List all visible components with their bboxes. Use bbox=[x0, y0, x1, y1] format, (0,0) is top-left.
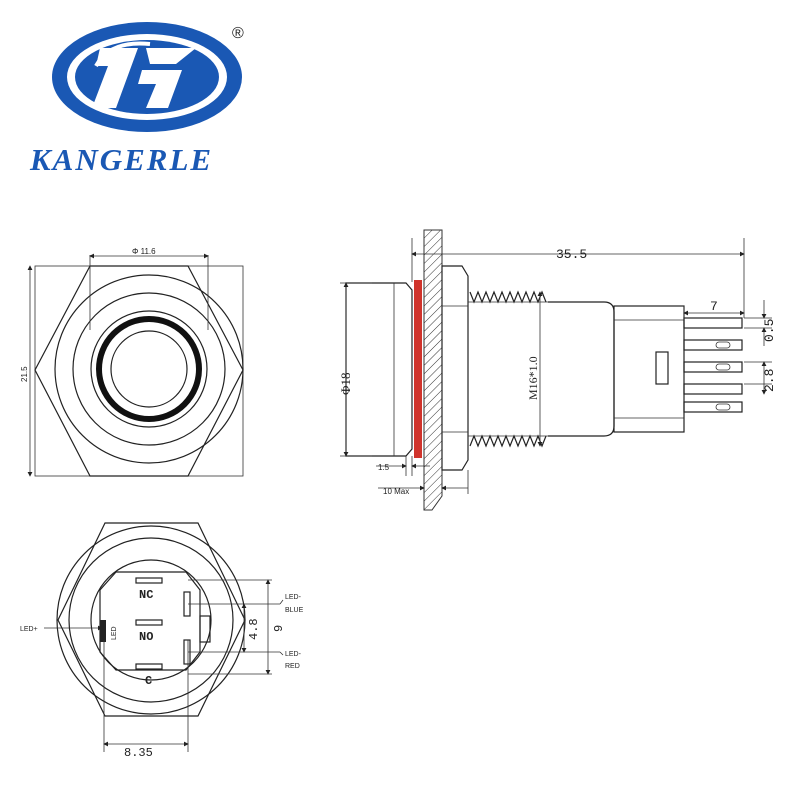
logo-monogram bbox=[92, 48, 196, 108]
side-terminals bbox=[683, 317, 743, 413]
back-width: 8.35 bbox=[124, 746, 153, 760]
side-body bbox=[548, 301, 615, 437]
side-back-housing bbox=[613, 305, 685, 433]
terminal-c: C bbox=[145, 674, 152, 688]
back-housing bbox=[99, 571, 201, 671]
terminal-pitch: 2.8 bbox=[762, 369, 777, 392]
side-nut bbox=[441, 265, 469, 471]
led-minus-red: LED- bbox=[285, 651, 302, 658]
terminal-nc: NC bbox=[139, 588, 153, 602]
pitch-small: 4.8 bbox=[247, 618, 261, 640]
terminal-width: 0.5 bbox=[762, 319, 777, 342]
led-plus: LED+ bbox=[20, 626, 38, 633]
back-hexagon bbox=[57, 522, 246, 717]
thread-spec: M16*1.0 bbox=[526, 356, 540, 400]
bezel-diameter: Φ18 bbox=[338, 372, 353, 395]
terminal-no: NO bbox=[139, 630, 153, 644]
overall-length: 35.5 bbox=[556, 247, 587, 262]
led-label: LED bbox=[111, 626, 118, 640]
front-hexagon bbox=[34, 265, 244, 477]
pitch-large: 9 bbox=[272, 625, 286, 632]
thread-bottom bbox=[469, 434, 547, 448]
side-bezel bbox=[345, 282, 413, 457]
brand-logo: ® KANGERLE bbox=[29, 22, 244, 177]
front-view: Φ 11.6 21.5 bbox=[20, 247, 244, 477]
front-led-ring bbox=[96, 316, 202, 422]
back-view: NC NO C LED LED+ LED- BLUE LED- RED 4.8 … bbox=[20, 522, 304, 760]
thread-top bbox=[469, 290, 547, 304]
terminal-length: 7 bbox=[710, 299, 718, 314]
led-minus-blue: LED- bbox=[285, 594, 302, 601]
panel bbox=[423, 229, 443, 511]
flange-thickness: 1.5 bbox=[378, 463, 390, 472]
side-seal bbox=[414, 280, 422, 458]
panel-max: 10 Max bbox=[383, 487, 409, 496]
front-outer-circle bbox=[54, 274, 244, 464]
side-view: M16*1.0 35.5 7 0.5 bbox=[338, 229, 777, 511]
front-ring-diameter: Φ 11.6 bbox=[132, 247, 156, 256]
led-red: RED bbox=[285, 663, 300, 670]
front-height: 21.5 bbox=[20, 366, 29, 382]
brand-name: KANGERLE bbox=[29, 142, 213, 177]
led-blue: BLUE bbox=[285, 607, 304, 614]
registered-mark: ® bbox=[232, 25, 244, 42]
